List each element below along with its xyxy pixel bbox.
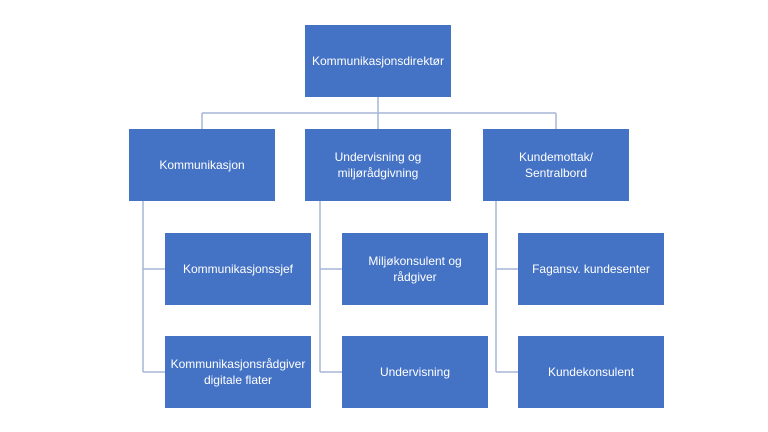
- top-box-kommunikasjonsdirektor: Kommunikasjonsdirektør: [305, 25, 451, 97]
- branch-box-undervisning-miljoradgivning: Undervisning og miljørådgivning: [305, 129, 451, 201]
- branch-box-label: Kundemottak/ Sentralbord: [518, 150, 594, 180]
- child-box-fagansv-kundesenter: Fagansv. kundesenter: [518, 233, 664, 305]
- child-box-label: Fagansv. kundesenter: [532, 262, 650, 276]
- branch-box-kommunikasjon: Kommunikasjon: [129, 129, 275, 201]
- child-box-label: Undervisning: [379, 365, 451, 379]
- top-box-label: Kommunikasjonsdirektør: [311, 54, 445, 68]
- child-box-miljokonsulent-og-radgiver: Miljøkonsulent og rådgiver: [342, 233, 488, 305]
- child-box-undervisning: Undervisning: [342, 336, 488, 408]
- child-box-label: Kommunikasjonsrådgiver digitale flater: [170, 357, 306, 387]
- branch-box-label: Undervisning og miljørådgivning: [334, 150, 422, 180]
- branch-box-label: Kommunikasjon: [159, 158, 245, 172]
- child-box-kommunikasjonsradgiver-digitale-flater: Kommunikasjonsrådgiver digitale flater: [165, 336, 311, 408]
- child-box-label: Miljøkonsulent og rådgiver: [368, 254, 462, 284]
- child-box-kundekonsulent: Kundekonsulent: [518, 336, 664, 408]
- child-box-label: Kundekonsulent: [547, 365, 635, 379]
- branch-box-kundemottak-sentralbord: Kundemottak/ Sentralbord: [483, 129, 629, 201]
- child-box-kommunikasjonssjef: Kommunikasjonssjef: [165, 233, 311, 305]
- child-box-label: Kommunikasjonssjef: [182, 262, 294, 276]
